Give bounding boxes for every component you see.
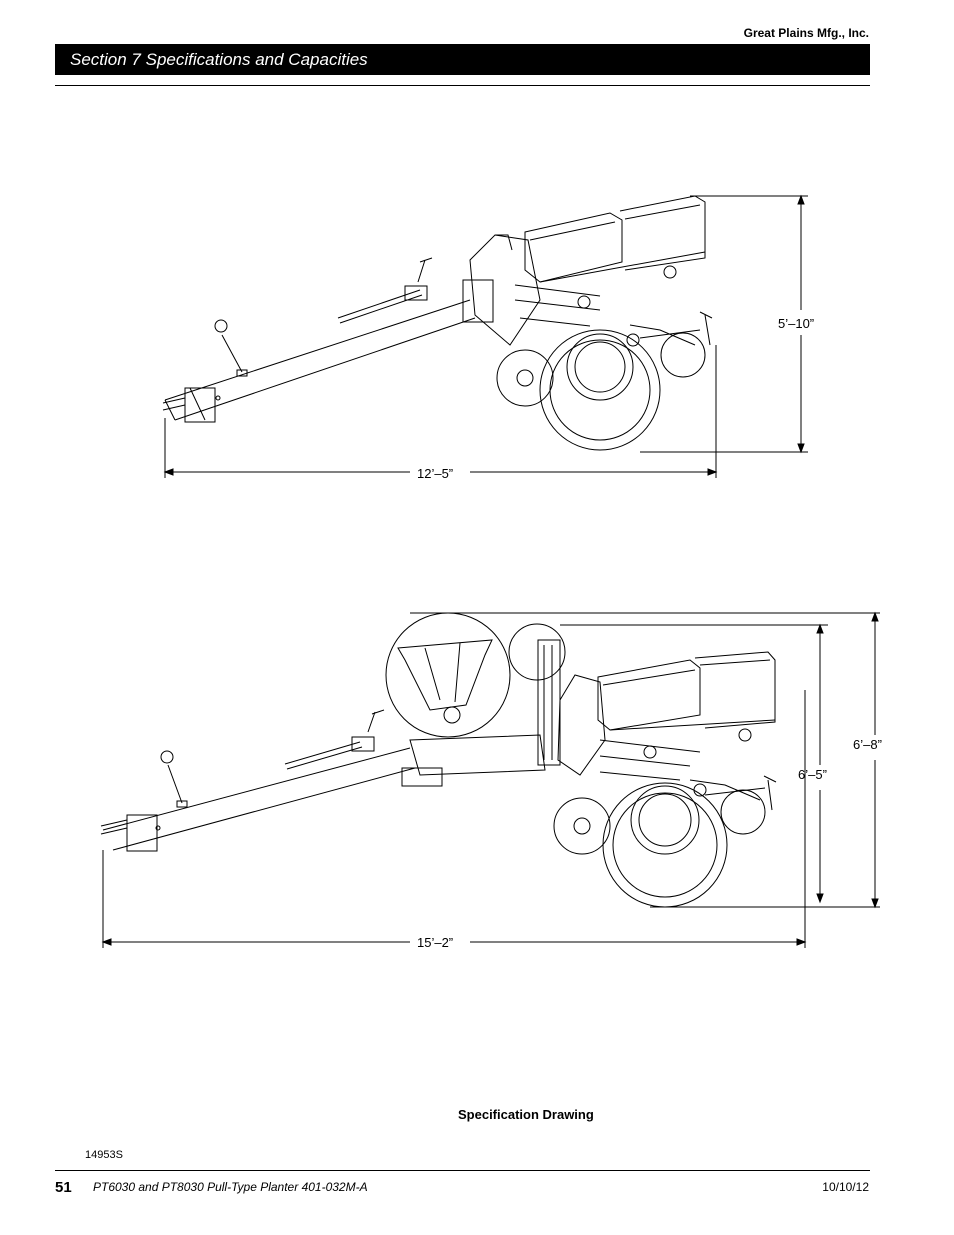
dimension-length-top: 12’–5” (417, 466, 453, 481)
figure-id: 14953S (85, 1149, 123, 1161)
header-divider (55, 85, 870, 86)
dimension-lines-bottom (101, 611, 880, 948)
document-date: 10/10/12 (822, 1180, 869, 1194)
footer-divider (55, 1170, 870, 1171)
dimension-length-bottom: 15’–2” (417, 935, 453, 950)
planter-side-view-bottom (100, 612, 777, 908)
dimension-lines-top (163, 194, 808, 478)
dimension-height-inner-bottom: 6’–5” (798, 767, 827, 782)
dimension-height-outer-bottom: 6’–8” (853, 737, 882, 752)
dimension-height-top: 5’–10” (778, 316, 814, 331)
section-header-bar: Section 7 Specifications and Capacities (55, 44, 870, 75)
figure-caption: Specification Drawing (458, 1107, 594, 1122)
section-title: Section 7 Specifications and Capacities (70, 50, 368, 69)
document-title: PT6030 and PT8030 Pull-Type Planter 401-… (93, 1180, 368, 1194)
planter-side-view-top (162, 195, 713, 451)
page-number: 51 (55, 1179, 72, 1196)
company-name: Great Plains Mfg., Inc. (743, 26, 869, 40)
